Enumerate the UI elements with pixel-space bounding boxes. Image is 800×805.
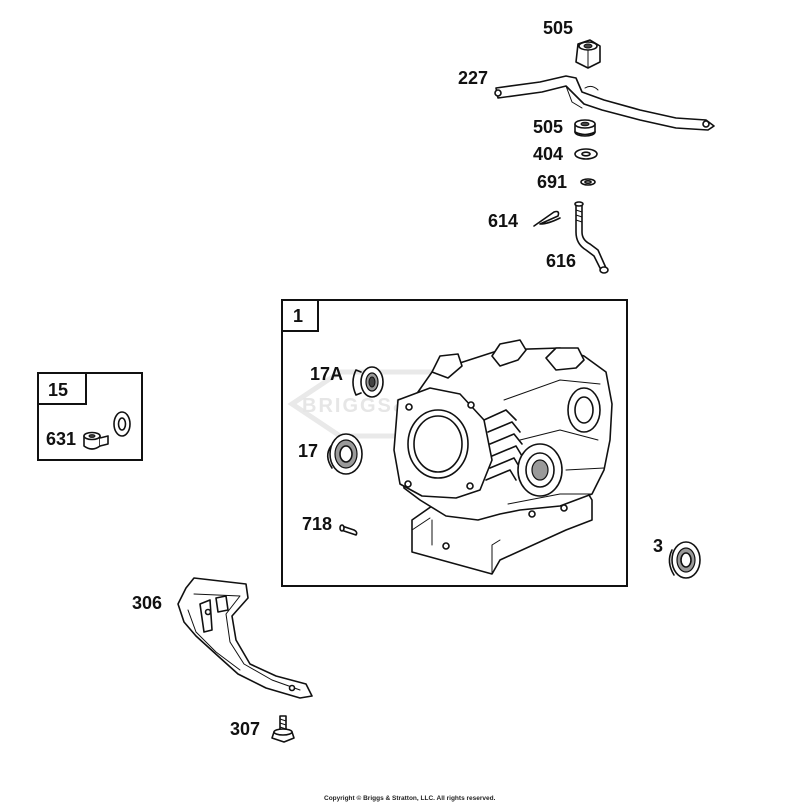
bearing-17a[interactable] [352, 366, 384, 398]
callout-15: 15 [48, 380, 68, 400]
seal-3[interactable] [668, 541, 701, 579]
callout-616: 616 [546, 251, 576, 271]
assembly-box-1: 1 BRIGGS&STRATTON 17A 17 718 [281, 299, 628, 587]
assembly-box-15: 15 631 [37, 372, 143, 461]
washer-404[interactable] [574, 148, 598, 160]
callout-307: 307 [230, 719, 260, 739]
callout-631: 631 [46, 429, 76, 449]
bracket-227[interactable] [494, 75, 715, 131]
nut-505-top[interactable] [575, 39, 601, 69]
screw-307[interactable] [271, 715, 295, 743]
callout-17a: 17A [310, 364, 343, 384]
nut-505-mid[interactable] [574, 119, 596, 137]
clip-614[interactable] [533, 210, 561, 227]
callout-3: 3 [653, 536, 663, 556]
plug-631[interactable] [83, 431, 109, 450]
callout-17: 17 [298, 441, 318, 461]
callout-306: 306 [132, 593, 162, 613]
seal-17[interactable] [326, 433, 363, 475]
callout-691: 691 [537, 172, 567, 192]
callout-505-top: 505 [543, 18, 573, 38]
pin-718[interactable] [339, 524, 358, 536]
copyright-notice: Copyright © Briggs & Stratton, LLC. All … [324, 794, 496, 802]
engine-block[interactable] [393, 339, 613, 575]
callout-718: 718 [302, 514, 332, 534]
baffle-306[interactable] [177, 577, 313, 699]
callout-404: 404 [533, 144, 563, 164]
shaft-616[interactable] [574, 201, 609, 274]
callout-227: 227 [458, 68, 488, 88]
callout-1: 1 [293, 306, 303, 326]
washer-691[interactable] [580, 178, 596, 186]
callout-614: 614 [488, 211, 518, 231]
washer-631[interactable] [113, 411, 131, 437]
callout-505-mid: 505 [533, 117, 563, 137]
